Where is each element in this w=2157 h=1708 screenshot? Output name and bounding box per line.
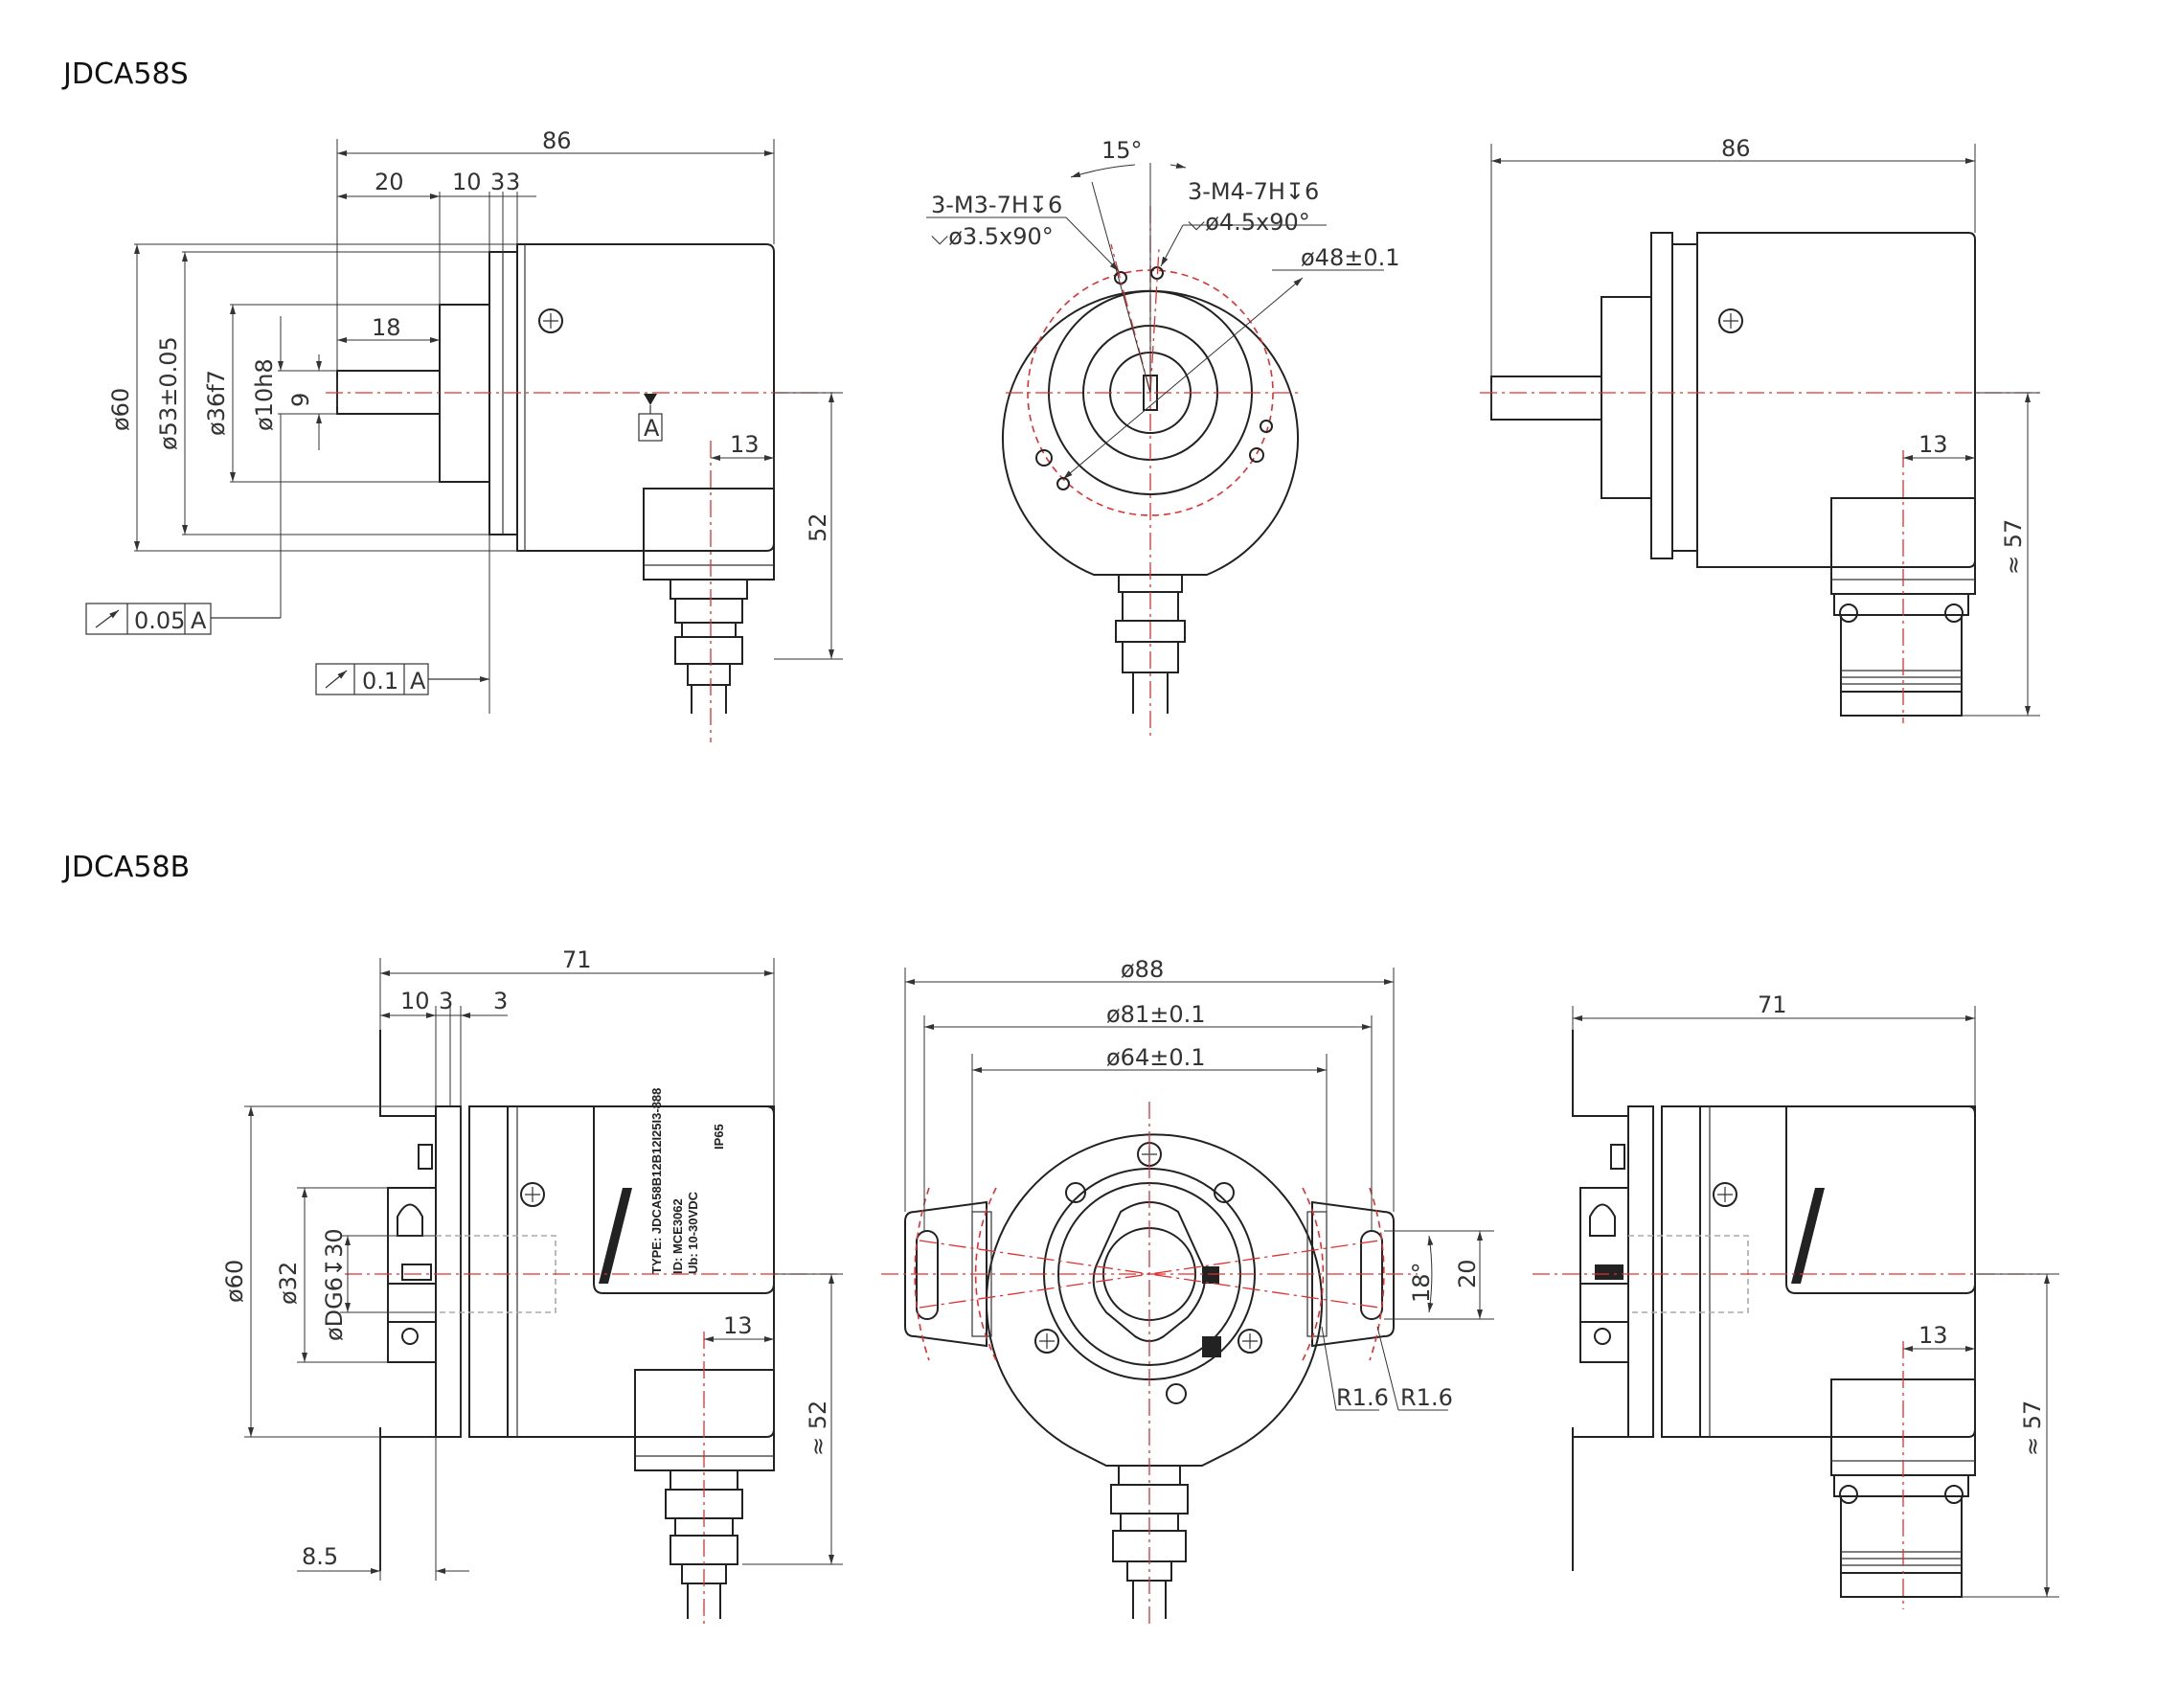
s-tol2-value: 0.1: [362, 668, 398, 695]
b-dim-52: ≈ 52: [805, 1401, 831, 1456]
b-label-ub: Ub: 10-30VDC: [686, 1191, 700, 1274]
s-dim-3b: 3: [506, 169, 520, 195]
s-angle-15: 15°: [1101, 137, 1143, 164]
s-dim-52: 52: [805, 512, 831, 542]
b-dim-dia81: ø81±0.1: [1106, 1001, 1206, 1028]
s-dim-9: 9: [287, 393, 314, 407]
s-dim-dia36: ø36f7: [203, 370, 230, 436]
b-dim-3a: 3: [439, 988, 453, 1014]
s-dim-86: 86: [542, 127, 572, 154]
s-dim-dia48: ø48±0.1: [1301, 244, 1400, 271]
s-dim-13: 13: [730, 431, 760, 458]
s-right-dim-57: ≈ 57: [2000, 519, 2027, 575]
s-tol1-value: 0.05: [134, 607, 185, 634]
s-thread1-line1: 3-M3-7H↧6: [931, 192, 1062, 218]
b-dim-71: 71: [562, 946, 592, 973]
s-dim-10: 10: [452, 169, 482, 195]
s-dim-3a: 3: [490, 169, 505, 195]
s-thread2-line2: ⌵ø4.5x90°: [1188, 209, 1310, 236]
s-dim-18: 18: [372, 314, 401, 341]
s-side-view: A: [85, 127, 843, 742]
s-front-view: 15° 3-M3-7H↧6 ⌵ø3.5x90° 3-M4-7H↧6 ⌵ø4.5x…: [926, 137, 1400, 738]
b-front-view: ø88 ø81±0.1 ø64±0.1 18° 20 R1.6 R1.6: [881, 956, 1494, 1628]
b-dim-dia60: ø60: [221, 1260, 248, 1303]
b-dim-3b: 3: [493, 988, 508, 1014]
b-label-type: TYPE: JDCA58B12B12I25I3-888: [649, 1088, 664, 1274]
b-dim-20: 20: [1454, 1259, 1481, 1288]
b-dim-10: 10: [400, 988, 430, 1014]
b-dim-dia32: ø32: [275, 1262, 302, 1305]
b-dim-13: 13: [723, 1312, 753, 1339]
s-dim-dia53: ø53±0.05: [155, 336, 182, 450]
s-thread2-line1: 3-M4-7H↧6: [1188, 178, 1319, 205]
b-right-dim-71: 71: [1758, 991, 1787, 1018]
b-angle-18: 18°: [1408, 1262, 1435, 1303]
s-thread1-line2: ⌵ø3.5x90°: [931, 223, 1054, 250]
s-right-view: 86 13 ≈ 57: [1480, 135, 2040, 723]
b-radius-1: R1.6: [1336, 1384, 1389, 1411]
s-dim-dia10: ø10h8: [251, 358, 278, 431]
b-dim-dia88: ø88: [1121, 956, 1164, 983]
b-label-ip: IP65: [712, 1124, 726, 1150]
s-dim-20: 20: [375, 169, 404, 195]
b-dim-dia64: ø64±0.1: [1106, 1044, 1206, 1071]
b-right-dim-13: 13: [1919, 1322, 1948, 1349]
b-dim-8-5: 8.5: [302, 1543, 338, 1570]
b-radius-2: R1.6: [1400, 1384, 1453, 1411]
section-title-s: JDCA58S: [63, 57, 189, 91]
b-dim-bore: øDG6↧30: [321, 1228, 348, 1341]
b-right-dim-57: ≈ 57: [2019, 1401, 2046, 1456]
s-right-dim-86: 86: [1721, 135, 1751, 162]
s-tol2-ref: A: [410, 668, 426, 695]
s-datum-label: A: [644, 415, 660, 442]
s-right-dim-13: 13: [1919, 431, 1948, 458]
b-right-view: 71 13 ≈ 57: [1533, 991, 2059, 1609]
b-label-id: ID: MCE3062: [670, 1198, 685, 1274]
s-dim-dia60: ø60: [107, 388, 134, 431]
s-tol1-ref: A: [191, 607, 207, 634]
b-side-product-label: TYPE: JDCA58B12B12I25I3-888 ID: MCE3062 …: [649, 1088, 726, 1274]
section-title-b: JDCA58B: [63, 851, 191, 884]
b-side-view: TYPE: JDCA58B12B12I25I3-888 ID: MCE3062 …: [221, 946, 843, 1628]
